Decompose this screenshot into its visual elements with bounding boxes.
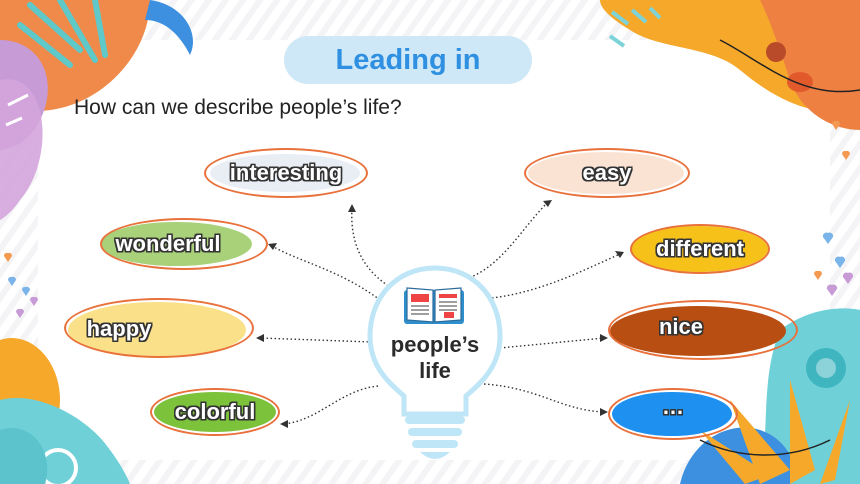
word-colorful: colorful	[174, 399, 256, 424]
word-ellipsis: …	[662, 394, 684, 419]
question-text: How can we describe people’s life?	[74, 96, 402, 119]
word-bubble-different: different	[628, 224, 772, 274]
word-interesting: interesting	[229, 160, 343, 185]
word-happy: happy	[86, 316, 152, 341]
word-bubble-nice: nice	[606, 300, 800, 362]
word-bubble-more: …	[608, 388, 738, 440]
word-bubble-easy: easy	[524, 148, 690, 198]
word-bubble-wonderful: wonderful	[98, 216, 268, 272]
center-label-line2: life	[419, 358, 451, 383]
page-title: Leading in	[335, 43, 481, 76]
word-bubble-interesting: interesting	[204, 148, 368, 198]
open-book-icon	[404, 287, 464, 324]
word-different: different	[656, 236, 744, 261]
word-bubble-happy: happy	[64, 298, 254, 360]
word-wonderful: wonderful	[115, 231, 221, 256]
word-nice: nice	[658, 314, 704, 339]
title-pill: Leading in	[284, 36, 532, 84]
center-label-line1: people’s	[390, 332, 480, 357]
word-easy: easy	[582, 160, 632, 185]
word-bubble-colorful: colorful	[150, 388, 280, 436]
center-label: people’s life	[380, 332, 490, 384]
